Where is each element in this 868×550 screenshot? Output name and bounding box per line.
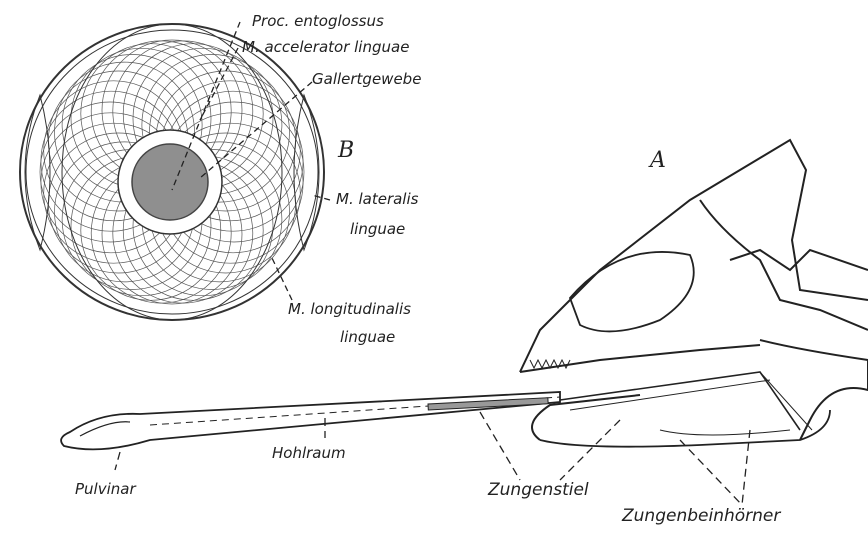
label-hohlraum: Hohlraum — [272, 446, 346, 461]
label-m-lateralis-2: linguae — [350, 222, 405, 237]
label-m-longitudinalis: M. longitudinalis — [288, 302, 411, 317]
label-m-longitudinalis-2: linguae — [340, 330, 395, 345]
label-zungenbeinhoerner: Zungenbeinhörner — [622, 508, 780, 525]
leader-lines-a — [115, 412, 750, 505]
entoglossus-core — [132, 144, 208, 220]
panel-label-b: B — [338, 140, 354, 162]
label-m-lateralis: M. lateralis — [336, 192, 418, 207]
label-pulvinar: Pulvinar — [75, 482, 136, 497]
panel-label-a: A — [650, 150, 666, 172]
label-proc-entoglossus: Proc. entoglossus — [252, 14, 384, 29]
label-gallertgewebe: Gallertgewebe — [312, 72, 421, 87]
label-zungenstiel: Zungenstiel — [488, 482, 589, 499]
extended-tongue — [61, 392, 560, 449]
tongue-cross-section — [20, 24, 324, 320]
label-m-accelerator: M. accelerator linguae — [242, 40, 409, 55]
chameleon-head — [520, 140, 868, 447]
